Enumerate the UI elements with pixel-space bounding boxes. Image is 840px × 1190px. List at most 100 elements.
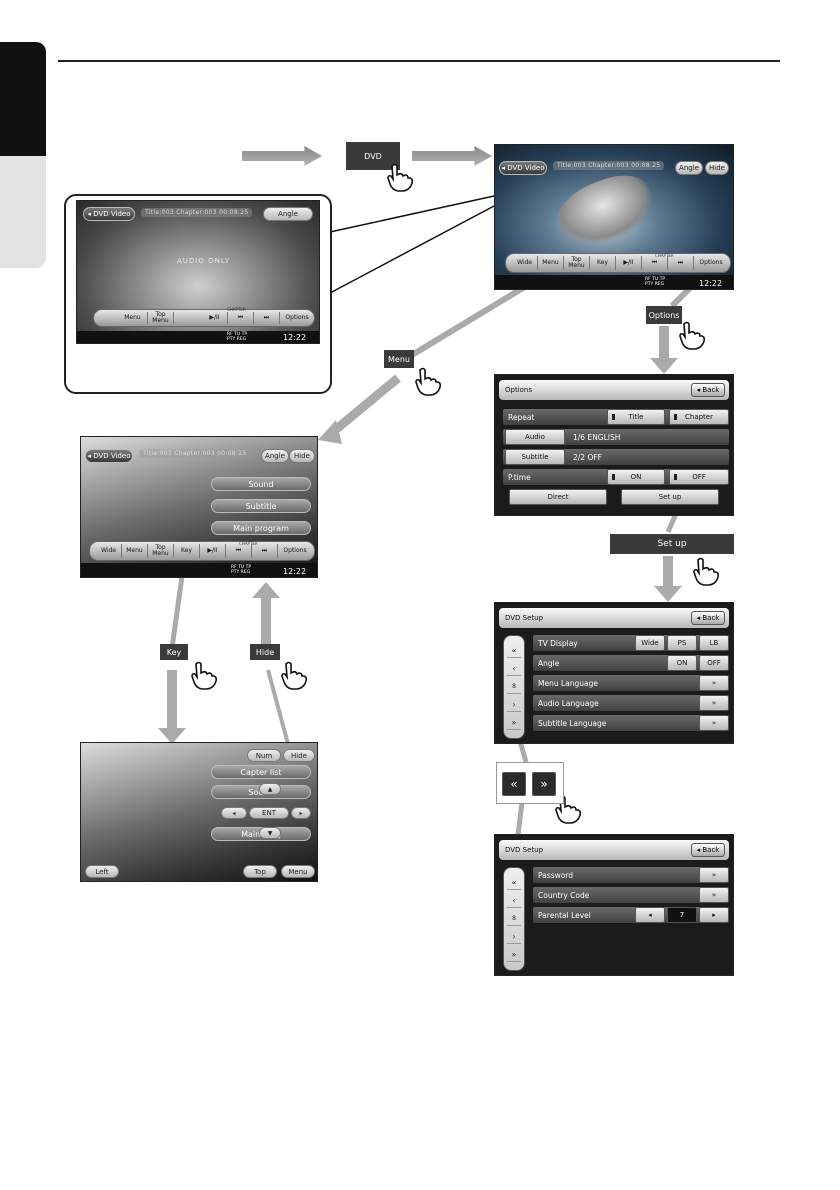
setup-title: DVD Setup (499, 840, 729, 860)
options-button[interactable]: Options (285, 314, 309, 321)
options-button[interactable]: Options (283, 547, 307, 554)
tv-display-ps-option[interactable]: PS (667, 635, 697, 651)
num-button[interactable]: Num (247, 749, 281, 762)
dvd-menu-item-sound[interactable]: Sound (211, 477, 311, 491)
audio-button[interactable]: Audio (505, 429, 565, 445)
source-button[interactable]: ◂ DVD Video (85, 449, 133, 463)
hand-pointer-icon (410, 362, 444, 396)
menu-button[interactable]: Menu (281, 865, 315, 878)
page-down-icon[interactable]: » (532, 772, 556, 796)
level-increase-button[interactable]: ▸ (699, 907, 729, 923)
cursor-up-button[interactable]: ▲ (259, 783, 281, 795)
more-button[interactable]: » (699, 715, 729, 731)
left-button[interactable]: Left (85, 865, 119, 878)
cursor-down-button[interactable]: ▼ (259, 827, 281, 839)
repeat-title-option[interactable]: Title (607, 409, 665, 425)
side-tab-light (0, 156, 46, 268)
cursor-left-button[interactable]: ◂ (221, 807, 247, 819)
line-up-icon[interactable]: ‹ (507, 894, 521, 908)
key-step-label: Key (160, 644, 188, 660)
setup-button[interactable]: Set up (621, 489, 719, 505)
dvd-menu-item-main-program[interactable]: Main program (211, 521, 311, 535)
back-button[interactable]: ◂ Back (691, 611, 725, 625)
dvd-menu-item-chapter-list[interactable]: Capter list (211, 765, 311, 779)
control-bar: Menu Top Menu ▶/II ⏮ ⏭ Options (93, 309, 315, 327)
more-button[interactable]: » (699, 867, 729, 883)
track-info: Title:003 Chapter:003 00:08:25 (553, 161, 665, 170)
repeat-chapter-option[interactable]: Chapter (669, 409, 729, 425)
setup-title: DVD Setup (499, 608, 729, 628)
chapter-label: CHAPTER (655, 253, 674, 258)
ptime-off-option[interactable]: OFF (669, 469, 729, 485)
clock: 12:22 (699, 279, 723, 288)
prev-chapter-button[interactable]: ⏮ (226, 544, 252, 558)
setting-row: Password (533, 867, 729, 883)
angle-button[interactable]: Angle (263, 207, 313, 221)
direct-button[interactable]: Direct (509, 489, 607, 505)
wide-button[interactable]: Wide (512, 256, 538, 270)
parental-level-value: 7 (667, 907, 697, 923)
chapter-label: CHAPTER (239, 541, 258, 546)
page-up-icon[interactable]: « (507, 644, 521, 658)
line-down-icon[interactable]: › (507, 930, 521, 944)
status-bar (495, 275, 733, 289)
tv-display-wide-option[interactable]: Wide (635, 635, 665, 651)
page-up-icon[interactable]: « (507, 876, 521, 890)
top-menu-button[interactable]: Top Menu (148, 312, 174, 324)
menu-button[interactable]: Menu (538, 256, 564, 270)
top-menu-button[interactable]: Top Menu (564, 256, 590, 270)
prev-chapter-button[interactable]: ⏮ (228, 312, 254, 324)
menu-button[interactable]: Menu (118, 312, 148, 324)
control-bar: Wide Menu Top Menu Key ▶/II ⏮ ⏭ Options (89, 541, 315, 561)
source-button[interactable]: ◂ DVD Video (499, 161, 547, 175)
wide-button[interactable]: Wide (96, 544, 122, 558)
more-button[interactable]: » (699, 887, 729, 903)
prev-chapter-button[interactable]: ⏮ (642, 256, 668, 270)
status-bar (77, 331, 319, 343)
tv-display-lb-option[interactable]: LB (699, 635, 729, 651)
top-button[interactable]: Top (243, 865, 277, 878)
more-button[interactable]: » (699, 675, 729, 691)
line-up-icon[interactable]: ‹ (507, 662, 521, 676)
key-button[interactable]: Key (174, 544, 200, 558)
more-button[interactable]: » (699, 695, 729, 711)
top-menu-button[interactable]: Top Menu (148, 544, 174, 558)
play-pause-button[interactable]: ▶/II (616, 256, 642, 270)
play-pause-button[interactable]: ▶/II (200, 544, 226, 558)
menu-button[interactable]: Menu (122, 544, 148, 558)
level-decrease-button[interactable]: ◂ (635, 907, 665, 923)
hide-button[interactable]: Hide (289, 449, 315, 463)
subtitle-button[interactable]: Subtitle (505, 449, 565, 465)
angle-button[interactable]: Angle (261, 449, 289, 463)
source-button[interactable]: ◂ DVD Video (83, 207, 135, 221)
hide-button[interactable]: Hide (283, 749, 315, 762)
track-info: Title:003 Chapter:003 00:08:25 (141, 208, 253, 217)
next-chapter-button[interactable]: ⏭ (252, 544, 278, 558)
setting-row: Menu Language (533, 675, 729, 691)
options-button[interactable]: Options (699, 259, 723, 266)
back-button[interactable]: ◂ Back (691, 383, 725, 397)
flow-arrow-2 (412, 146, 492, 166)
page-down-icon[interactable]: » (507, 948, 521, 962)
clock: 12:22 (283, 333, 307, 342)
hide-button[interactable]: Hide (705, 161, 729, 175)
key-button[interactable]: Key (590, 256, 616, 270)
line-down-icon[interactable]: › (507, 698, 521, 712)
play-pause-button[interactable]: ▶/II (202, 312, 228, 324)
enter-button[interactable]: ENT (249, 807, 289, 819)
control-bar: Wide Menu Top Menu Key ▶/II ⏮ ⏭ Options (505, 253, 731, 273)
next-chapter-button[interactable]: ⏭ (668, 256, 694, 270)
angle-button[interactable]: Angle (675, 161, 703, 175)
page-down-icon[interactable]: » (507, 716, 521, 730)
next-chapter-button[interactable]: ⏭ (254, 312, 280, 324)
cursor-right-button[interactable]: ▸ (291, 807, 311, 819)
hand-pointer-icon (688, 552, 722, 586)
page-up-icon[interactable]: « (502, 772, 526, 796)
dvd-menu-item-subtitle[interactable]: Subtitle (211, 499, 311, 513)
page-number: 8 (507, 912, 521, 926)
ptime-on-option[interactable]: ON (607, 469, 665, 485)
angle-off-option[interactable]: OFF (699, 655, 729, 671)
back-button[interactable]: ◂ Back (691, 843, 725, 857)
angle-on-option[interactable]: ON (667, 655, 697, 671)
